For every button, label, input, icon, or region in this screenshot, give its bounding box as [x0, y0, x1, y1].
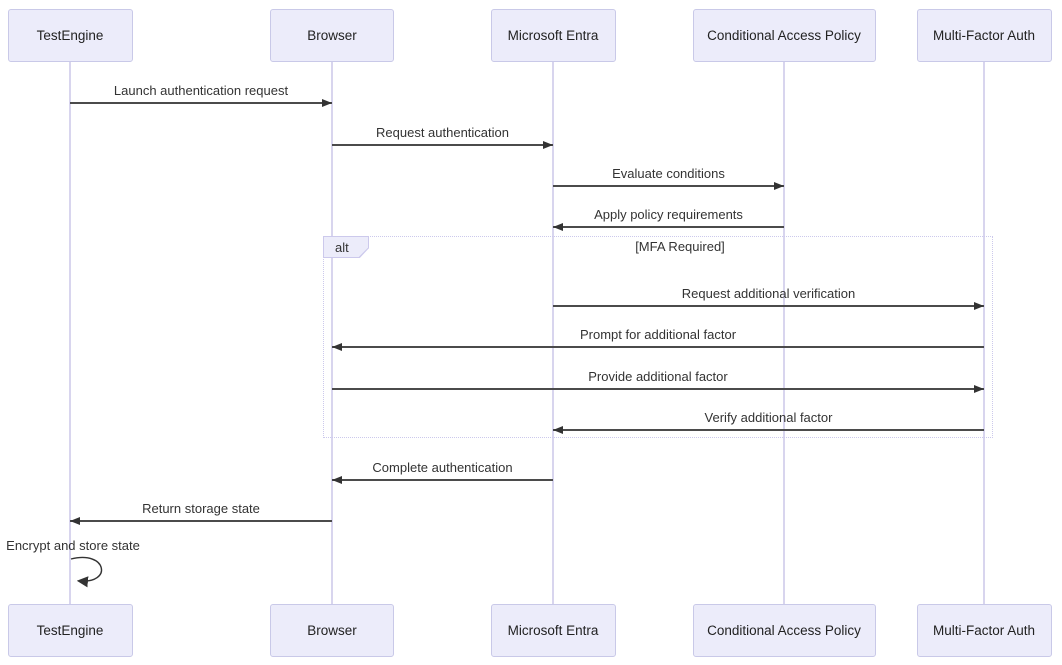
alt-condition-label: [MFA Required]: [635, 239, 725, 254]
lifeline-browser: [331, 62, 333, 604]
message-label: Request authentication: [376, 125, 509, 140]
message-label: Complete authentication: [372, 460, 513, 475]
message-line: [332, 479, 553, 481]
arrowhead-left-icon: [332, 475, 342, 484]
message-label: Encrypt and store state: [6, 538, 140, 553]
message-label: Request additional verification: [681, 286, 856, 301]
alt-fragment: alt: [323, 236, 993, 438]
arrowhead-left-icon: [553, 425, 563, 434]
lifeline-cap: [783, 62, 785, 604]
lifeline-mfa: [983, 62, 985, 604]
actor-bottom-mfa: Multi-Factor Auth: [916, 604, 1052, 657]
arrowhead-left-icon: [553, 222, 563, 231]
message-line: [553, 226, 784, 228]
message-label: Evaluate conditions: [612, 166, 725, 181]
alt-operator-label: alt: [324, 237, 368, 257]
self-message-loop-arrow: [70, 556, 103, 588]
actor-top-browser: Browser: [270, 9, 394, 62]
message-line: [70, 102, 332, 104]
message-label: Return storage state: [142, 501, 260, 516]
message-line: [553, 185, 784, 187]
message-label: Verify additional factor: [704, 410, 833, 425]
message-line: [70, 520, 332, 522]
actor-bottom-entra: Microsoft Entra: [490, 604, 616, 657]
message-line: [332, 144, 553, 146]
alt-operator-tab: alt: [323, 236, 369, 258]
message-line: [553, 305, 984, 307]
arrowhead-right-icon: [322, 98, 332, 107]
actor-bottom-cap: Conditional Access Policy: [692, 604, 876, 657]
message-line: [332, 346, 984, 348]
message-label: Apply policy requirements: [594, 207, 743, 222]
lifeline-entra: [552, 62, 554, 604]
actor-top-cap: Conditional Access Policy: [692, 9, 876, 62]
arrowhead-left-icon: [70, 516, 80, 525]
arrowhead-right-icon: [774, 181, 784, 190]
message-label: Prompt for additional factor: [579, 327, 737, 342]
actor-bottom-testengine: TestEngine: [7, 604, 133, 657]
message-line: [332, 388, 984, 390]
lifeline-testengine: [69, 62, 71, 604]
arrowhead-left-icon: [332, 342, 342, 351]
arrowhead-right-icon: [974, 384, 984, 393]
arrowhead-right-icon: [974, 301, 984, 310]
arrowhead-right-icon: [543, 140, 553, 149]
actor-bottom-browser: Browser: [270, 604, 394, 657]
actor-top-entra: Microsoft Entra: [490, 9, 616, 62]
actor-top-mfa: Multi-Factor Auth: [916, 9, 1052, 62]
message-label: Provide additional factor: [588, 369, 728, 384]
actor-top-testengine: TestEngine: [7, 9, 133, 62]
message-label: Launch authentication request: [113, 83, 289, 98]
message-line: [553, 429, 984, 431]
